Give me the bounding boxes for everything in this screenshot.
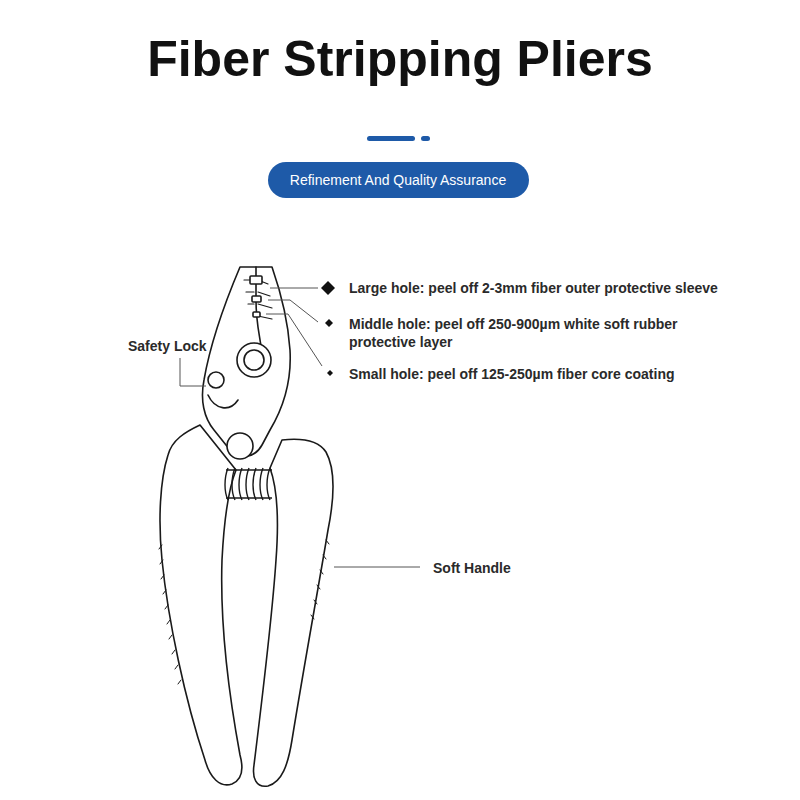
large-hole (250, 276, 262, 284)
accent-bar (367, 136, 415, 141)
part-name: Soft Handle (433, 559, 583, 577)
plier-head (202, 267, 290, 456)
bullet-diamond (321, 281, 335, 295)
page-title: Fiber Stripping Pliers (0, 30, 800, 88)
badge-text: Refinement And Quality Assurance (290, 172, 506, 188)
part-name: Safety Lock (128, 337, 238, 355)
spring-coil (225, 468, 272, 500)
spring-coil-turn (246, 468, 249, 500)
pivot-bolt-inner (244, 350, 264, 370)
middle-hole (252, 296, 261, 302)
spring-coil-turn (232, 468, 235, 500)
hole-callout: Middle hole: peel off 250-900µm white so… (349, 315, 684, 351)
leader-line (266, 314, 322, 366)
spring-coil-turn (260, 468, 263, 500)
left-handle (160, 425, 242, 785)
right-handle (254, 439, 333, 786)
bullet-diamond (327, 370, 333, 376)
safety-lock (208, 372, 224, 388)
hole-callout: Small hole: peel off 125-250µm fiber cor… (349, 365, 789, 383)
badge-pill: Refinement And Quality Assurance (268, 162, 529, 198)
leader-line (334, 567, 420, 568)
leader-line (270, 288, 318, 289)
small-hole (253, 312, 260, 317)
leader-line (180, 358, 206, 386)
lock-slot (208, 395, 238, 408)
spring-post (227, 433, 253, 459)
grip-ridges (311, 540, 329, 619)
hole-callout: Large hole: peel off 2-3mm fiber outer p… (349, 279, 789, 297)
spring-coil-turn (239, 468, 242, 500)
accent-dot (421, 136, 430, 141)
spring-coil-turn (225, 468, 228, 500)
leader-line (268, 300, 318, 322)
spring-coil-edge (226, 470, 272, 498)
spring-coil-turn (267, 468, 270, 500)
bullet-diamond (325, 319, 333, 327)
pivot-bolt (237, 343, 271, 377)
grip-ridges (159, 545, 181, 684)
spring-coil-turn (253, 468, 256, 500)
